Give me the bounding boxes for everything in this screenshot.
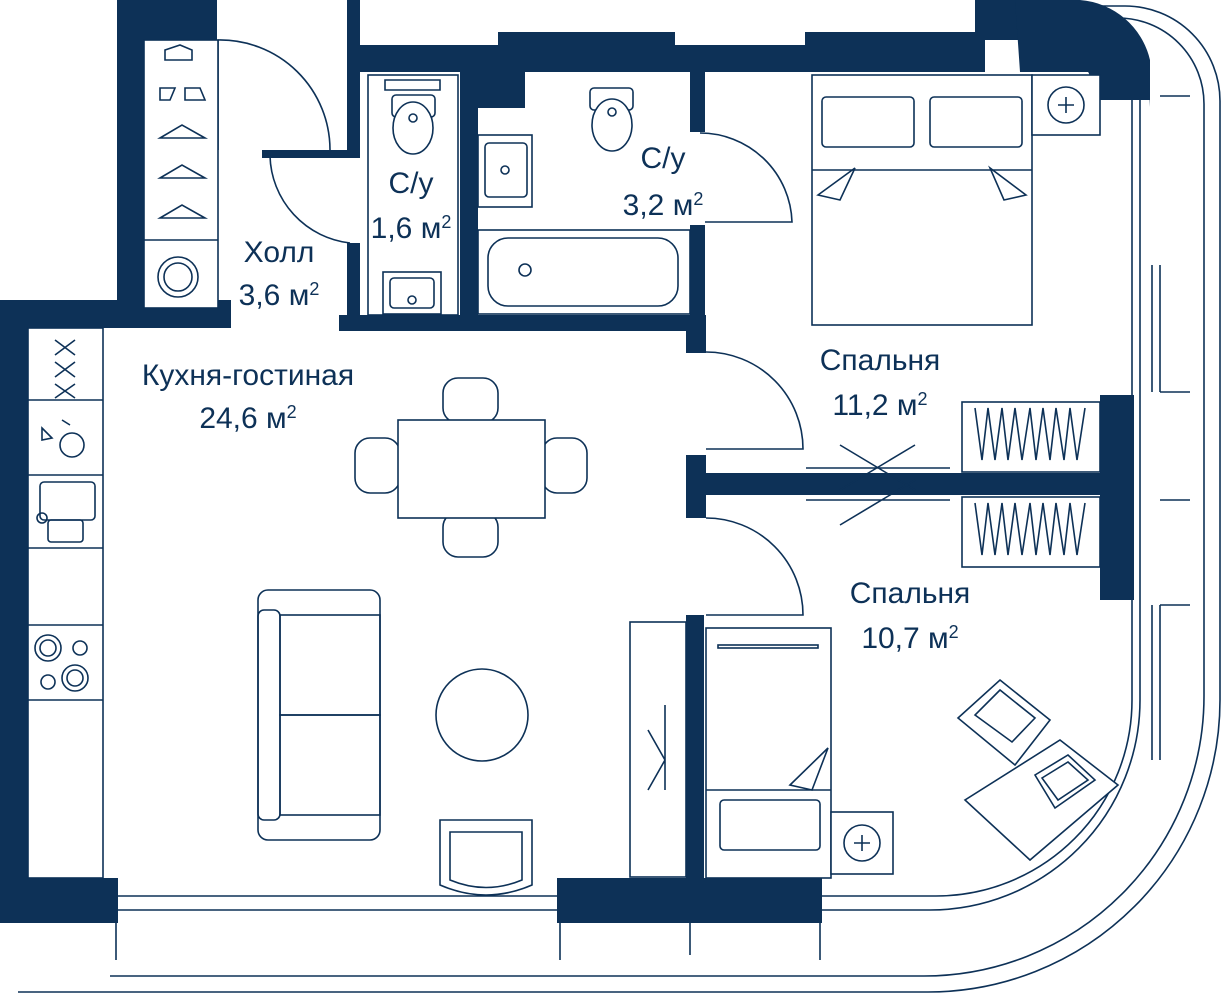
room-name-hall: Холл (244, 236, 315, 269)
coffee-table (435, 668, 529, 762)
room-labels: Холл 3,6 м2 С/у 1,6 м2 С/у 3,2 м2 Кухня-… (142, 142, 970, 655)
bed-icon (705, 627, 832, 879)
sink-icon (382, 271, 442, 315)
table-icon (397, 419, 546, 519)
facade-lines (18, 5, 1221, 993)
sink-icon (477, 134, 533, 208)
bed-icon (811, 74, 1033, 326)
desk-icon (956, 678, 1120, 862)
hall-wardrobe (143, 39, 219, 309)
dining-set (354, 377, 588, 558)
tv-unit (629, 621, 687, 878)
armchair (439, 819, 533, 896)
walls (0, 0, 1150, 923)
room-name-bedroom2: Спальня (850, 577, 971, 610)
toilet-icon (589, 87, 634, 152)
sofa-icon (257, 589, 381, 841)
room-area-hall: 3,6 м2 (239, 279, 320, 312)
room-area-wc1: 1,6 м2 (371, 212, 452, 245)
nightstand (830, 811, 894, 875)
room-name-kitchen-living: Кухня-гостиная (142, 359, 354, 392)
nightstand (1031, 74, 1101, 136)
sink-icon (36, 481, 96, 543)
room-name-wc2: С/у (641, 142, 686, 175)
room-area-bedroom2: 10,7 м2 (861, 622, 958, 655)
chair-icon (354, 377, 588, 558)
room-area-kitchen-living: 24,6 м2 (199, 402, 296, 435)
wc2-fixtures (477, 87, 691, 315)
doors (217, 39, 950, 616)
wc1-fixtures (367, 74, 459, 316)
room-name-bedroom1: Спальня (820, 344, 941, 377)
toilet-icon (391, 94, 436, 155)
wardrobe-icon (961, 401, 1101, 568)
laptop-icon (1033, 754, 1097, 810)
wardrobe-icon (157, 44, 209, 219)
room-name-wc1: С/у (389, 167, 434, 200)
washing-machine-icon (157, 256, 199, 298)
bathtub-icon (477, 229, 691, 315)
room-area-wc2: 3,2 м2 (623, 189, 704, 222)
room-area-bedroom1: 11,2 м2 (832, 389, 927, 422)
kitchen-counter (27, 327, 104, 879)
stove-icon (34, 634, 89, 692)
